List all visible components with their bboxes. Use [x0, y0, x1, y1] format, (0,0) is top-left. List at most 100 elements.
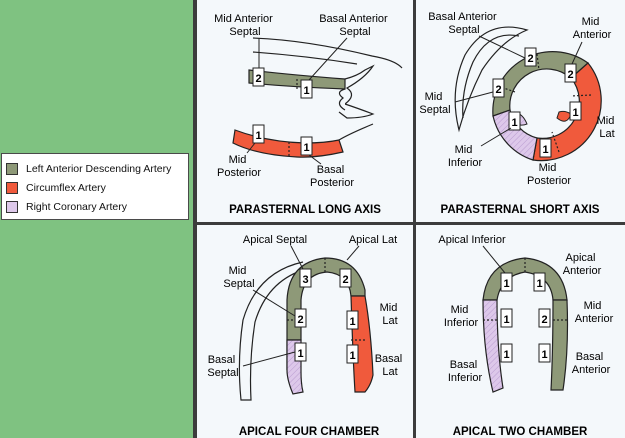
psax-box-3: 2	[492, 78, 505, 98]
psax-label-mid-inferior: Mid Inferior	[448, 144, 483, 169]
legend-label-rca: Right Coronary Artery	[26, 201, 127, 213]
plax-segment-basal-anterior-septal: 1	[300, 79, 313, 99]
plax-aortic-root	[338, 64, 375, 119]
psax-label-mid-lat: Mid Lat	[597, 115, 618, 140]
psax-box-6: 1	[539, 138, 552, 158]
svg-text:1: 1	[303, 142, 309, 154]
plax-label-basal-posterior: Basal Posterior	[310, 164, 354, 189]
svg-text:1: 1	[541, 349, 547, 361]
a2c-view: 1 1 1 2 1 1 Apical Inferior	[438, 234, 613, 438]
a2c-segment-basal-inferior: 1	[500, 343, 513, 363]
psax-label-mid-anterior: Mid Anterior	[573, 16, 612, 41]
psax-box-5: 1	[508, 111, 521, 131]
a2c-segment-mid-anterior: 2	[538, 308, 551, 328]
a4c-view: 3 2 2 1 1 1 Apical Septal	[207, 234, 402, 438]
panel-divider	[193, 0, 197, 438]
plax-title: PARASTERNAL LONG AXIS	[229, 204, 381, 216]
svg-text:2: 2	[495, 84, 501, 96]
psax-ring-rca	[492, 109, 538, 161]
psax-label-mid-septal: Mid Septal	[419, 91, 450, 116]
a2c-label-basal-anterior: Basal Anterior	[572, 351, 611, 376]
a4c-label-apical-septal: Apical Septal	[243, 234, 307, 246]
plax-posterior-wall	[232, 129, 344, 158]
svg-text:2: 2	[567, 69, 573, 81]
a2c-label-mid-anterior: Mid Anterior	[575, 300, 614, 325]
legend-swatch-lad	[6, 163, 18, 175]
a4c-segment-mid-lat: 1	[346, 310, 359, 330]
a4c-leader-1	[290, 245, 304, 270]
plax-label-mid-posterior: Mid Posterior	[217, 154, 261, 179]
psax-label-mid-posterior: Mid Posterior	[527, 162, 571, 187]
a4c-leader-3	[252, 289, 296, 317]
psax-dash-2	[497, 85, 516, 93]
legend-swatch-circumflex	[6, 182, 18, 194]
a2c-segment-apical-inferior: 1	[500, 272, 513, 292]
svg-text:3: 3	[302, 274, 308, 286]
plax-outline-upper	[252, 37, 403, 69]
a4c-segment-mid-septal: 2	[294, 308, 307, 328]
plax-view: 2 1 1 1 Mid Anterior Septal Basal Anteri	[214, 13, 403, 216]
legend-swatch-rca	[6, 201, 18, 213]
a2c-segment-mid-inferior: 1	[500, 308, 513, 328]
panel-a4c	[197, 225, 413, 438]
a4c-title: APICAL FOUR CHAMBER	[239, 426, 380, 438]
plax-aortic-valve	[338, 88, 346, 111]
psax-label-basal-anterior-septal: Basal Anterior Septal	[428, 11, 500, 36]
psax-box-2: 2	[564, 63, 577, 83]
plax-lower-outline	[338, 123, 374, 141]
plax-label-basal-anterior-septal: Basal Anterior Septal	[319, 13, 391, 38]
svg-text:1: 1	[503, 349, 509, 361]
a4c-label-mid-septal: Mid Septal	[223, 265, 254, 290]
svg-text:1: 1	[349, 316, 355, 328]
svg-text:2: 2	[297, 314, 303, 326]
panel-plax	[197, 0, 413, 222]
svg-text:1: 1	[303, 85, 309, 97]
plax-leader-3	[246, 142, 256, 154]
legend-label-circumflex: Circumflex Artery	[26, 182, 106, 194]
svg-text:1: 1	[297, 348, 303, 360]
plax-segment-mid-posterior: 1	[252, 124, 265, 144]
svg-text:1: 1	[572, 107, 578, 119]
svg-text:2: 2	[527, 53, 533, 65]
a4c-label-mid-lat: Mid Lat	[380, 302, 401, 327]
a2c-segment-basal-anterior: 1	[538, 343, 551, 363]
a4c-label-basal-septal: Basal Septal	[207, 354, 238, 379]
svg-text:1: 1	[542, 144, 548, 156]
svg-text:1: 1	[349, 350, 355, 362]
psax-box-1: 2	[524, 47, 537, 67]
psax-leader-1	[478, 35, 526, 59]
psax-leader-4	[480, 127, 512, 147]
a4c-segment-basal-septal: 1	[294, 342, 307, 362]
divider-center-h	[197, 222, 625, 225]
psax-dash-3	[570, 94, 592, 97]
psax-view: 2 2 2 1 1 1 Basal Ante	[419, 11, 618, 216]
svg-text:1: 1	[503, 278, 509, 290]
a4c-leader-2	[346, 245, 360, 261]
svg-text:1: 1	[536, 278, 542, 290]
svg-text:2: 2	[541, 314, 547, 326]
svg-text:2: 2	[255, 73, 261, 85]
plax-segment-basal-posterior: 1	[300, 136, 313, 156]
echo-views-diagram: 2 1 1 1 Mid Anterior Septal Basal Anteri	[197, 0, 625, 438]
a2c-segment-apical-anterior: 1	[533, 272, 546, 292]
legend-label-lad: Left Anterior Descending Artery	[26, 163, 172, 175]
a4c-label-apical-lat: Apical Lat	[349, 234, 397, 246]
a2c-label-apical-inferior: Apical Inferior	[438, 234, 506, 246]
psax-box-4: 1	[569, 101, 582, 121]
psax-leader-3	[454, 91, 494, 103]
divider-center-v	[413, 0, 416, 438]
a2c-wall-inferior-rca	[482, 299, 504, 393]
svg-text:1: 1	[511, 117, 517, 129]
a4c-segment-basal-lat: 1	[346, 344, 359, 364]
a2c-title: APICAL TWO CHAMBER	[453, 426, 588, 438]
psax-dash-1	[536, 53, 540, 71]
a2c-leader-1	[482, 245, 506, 274]
svg-text:1: 1	[255, 130, 261, 142]
a4c-segment-apical-lat: 2	[339, 268, 352, 288]
svg-text:2: 2	[342, 274, 348, 286]
svg-text:1: 1	[503, 314, 509, 326]
plax-leader-2	[308, 37, 348, 81]
a2c-label-basal-inferior: Basal Inferior	[448, 359, 483, 384]
a2c-label-mid-inferior: Mid Inferior	[444, 304, 479, 329]
